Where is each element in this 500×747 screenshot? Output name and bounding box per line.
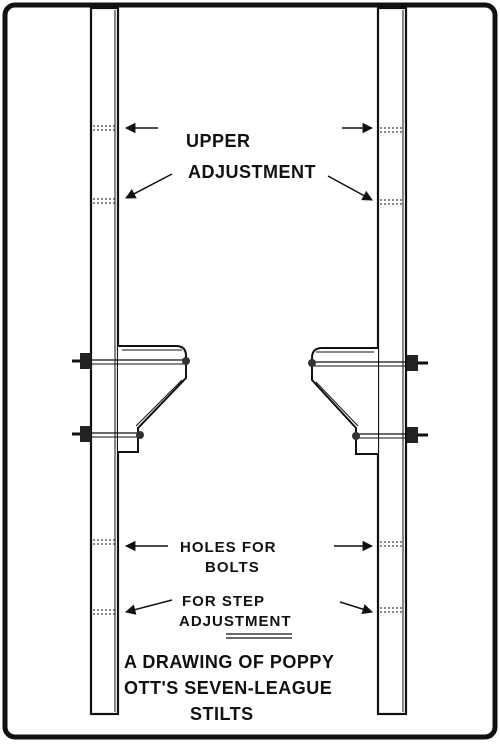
right-stilt-pole — [376, 6, 408, 716]
right-upper-holes — [380, 127, 404, 205]
label-upper-line2: ADJUSTMENT — [188, 162, 316, 182]
caption-line1: A DRAWING OF POPPY — [124, 652, 334, 672]
caption-line2: OTT'S SEVEN-LEAGUE — [124, 678, 332, 698]
arrow-upper-right-bottom — [327, 175, 373, 201]
right-step-bracket — [308, 347, 428, 455]
left-stilt-pole — [89, 6, 120, 716]
label-holes-line1: HOLES FOR — [180, 539, 277, 556]
label-step-line1: FOR STEP — [182, 593, 265, 610]
label-step-line2: ADJUSTMENT — [179, 613, 292, 630]
caption-line3: STILTS — [190, 704, 254, 724]
label-upper-line1: UPPER — [186, 131, 251, 151]
left-step-bracket — [72, 345, 190, 453]
arrow-upper-left-bottom — [125, 173, 173, 199]
arrow-step-left — [124, 599, 173, 615]
label-holes-line2: BOLTS — [205, 559, 260, 576]
arrow-step-right — [339, 601, 374, 615]
right-lower-holes — [380, 541, 404, 613]
